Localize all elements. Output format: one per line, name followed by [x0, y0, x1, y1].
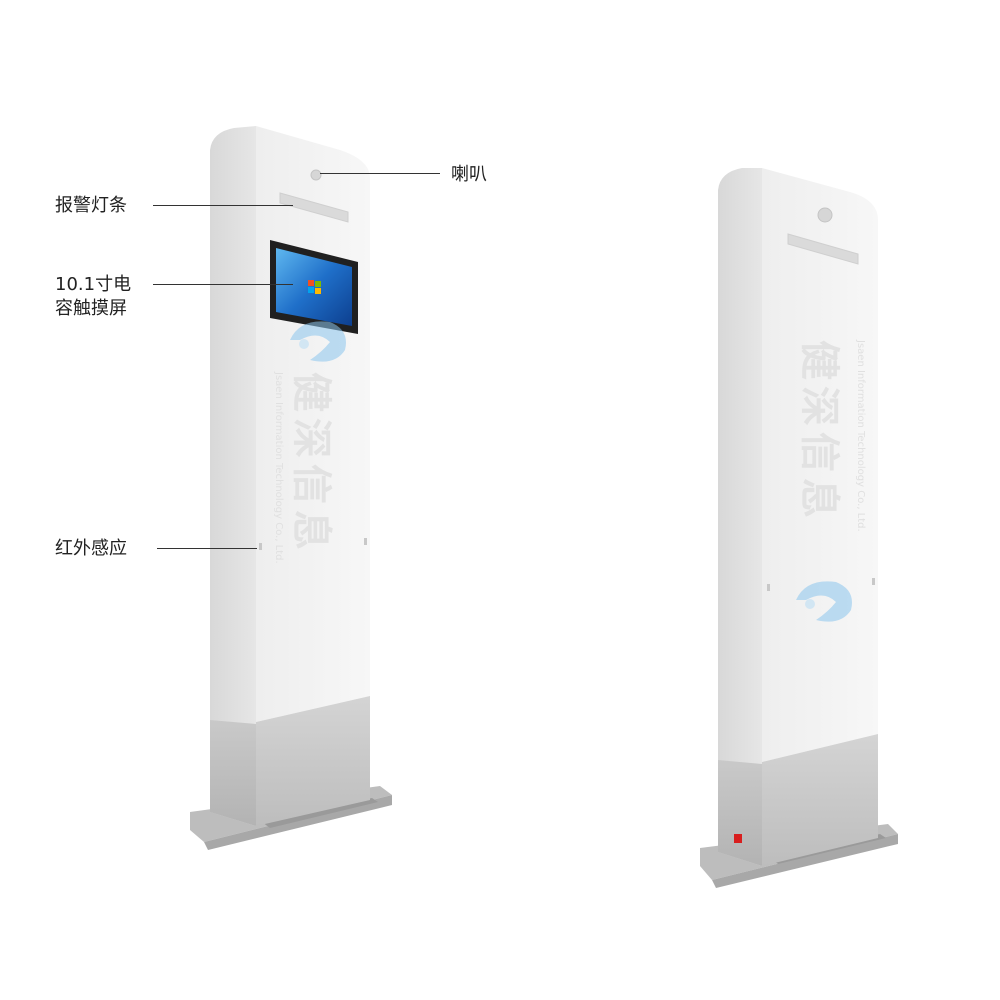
left-brand-watermark: 健深信息 [288, 372, 334, 556]
left-gate-metal-skirt [256, 696, 370, 826]
left-gate: 健深信息 Jsaen Information Technology Co., L… [190, 126, 392, 850]
left-speaker-icon [310, 169, 322, 181]
left-alarm-light-strip [279, 192, 349, 223]
left-brand-logo-icon [290, 321, 346, 362]
callout-infrared: 红外感应 [55, 538, 127, 559]
left-brand-watermark-english: Jsaen Information Technology Co., Ltd. [273, 371, 284, 564]
callout-speaker-leader [320, 173, 440, 174]
right-brand-watermark: 健深信息 [796, 340, 842, 524]
right-gate-metal-skirt [762, 734, 878, 866]
right-speaker-icon [817, 207, 833, 223]
callout-speaker: 喇叭 [451, 164, 487, 185]
right-brand-logo-icon [796, 581, 852, 622]
right-gate: 健深信息 Jsaen Information Technology Co., L… [700, 168, 898, 888]
left-infrared-sensor-icon [259, 543, 262, 550]
left-gate-side [210, 126, 256, 826]
right-gate-front-panel [762, 168, 878, 762]
callout-infrared-leader [157, 548, 257, 549]
windows-logo-icon [308, 280, 321, 294]
callout-alarm-light: 报警灯条 [55, 195, 127, 216]
right-gate-side [718, 168, 762, 866]
callout-touch-screen-leader [153, 284, 293, 285]
power-indicator-icon [734, 834, 742, 843]
right-brand-watermark-english: Jsaen Information Technology Co., Ltd. [855, 339, 866, 532]
callout-touch-screen: 10.1寸电 容触摸屏 [55, 274, 132, 319]
callout-alarm-light-leader [153, 205, 293, 206]
right-alarm-light-strip [787, 233, 859, 265]
right-infrared-sensor-icon [767, 584, 770, 591]
